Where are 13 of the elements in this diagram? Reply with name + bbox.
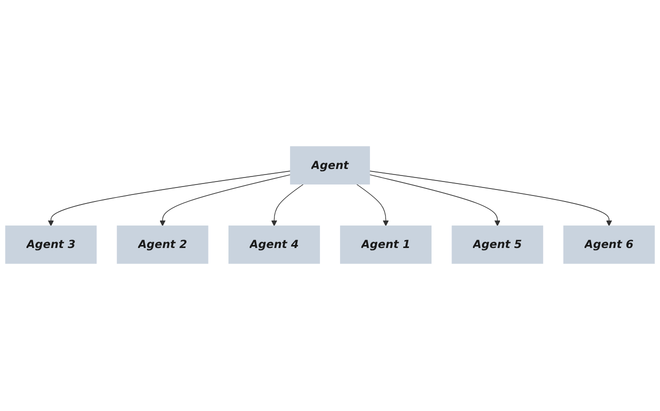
arrow: [160, 174, 291, 227]
arrow: [356, 184, 389, 227]
node-box: Agent 2: [116, 226, 208, 264]
arrow: [369, 174, 500, 227]
node-box: Agent 4: [228, 226, 320, 264]
arrow: [48, 171, 291, 227]
node-box: Agent 6: [563, 226, 655, 264]
arrow: [369, 171, 612, 227]
node-box: Agent 3: [5, 226, 97, 264]
node-box: Agent 1: [340, 226, 432, 264]
node-box: Agent: [290, 146, 370, 185]
arrow: [271, 184, 304, 227]
node-box: Agent 5: [452, 226, 544, 264]
